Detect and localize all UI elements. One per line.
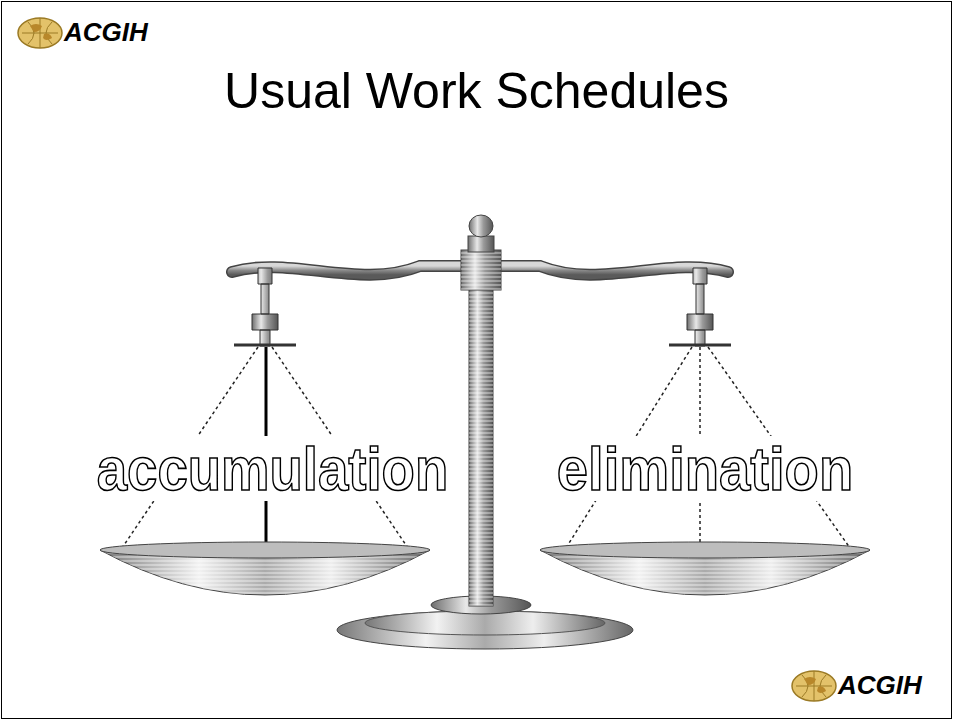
slide-title: Usual Work Schedules xyxy=(0,62,953,120)
acgih-globe xyxy=(18,18,62,48)
acgih-globe xyxy=(792,671,836,701)
logo-text: ACGIH xyxy=(64,19,148,45)
pan-label: elimination xyxy=(555,436,855,501)
logo-text: ACGIH xyxy=(838,672,922,698)
pan-label: accumulation xyxy=(95,436,450,501)
